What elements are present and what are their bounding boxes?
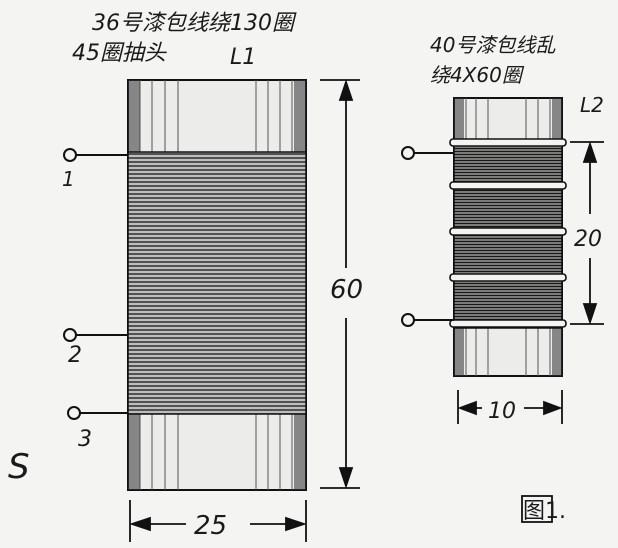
coil-l2-terminal-bottom bbox=[401, 313, 415, 327]
tap-2-label: 2 bbox=[68, 343, 82, 368]
coil-l1-spec-line1: 36号漆包线绕130圈 bbox=[92, 11, 297, 36]
tap-3-label: 3 bbox=[78, 427, 92, 452]
coil-l2-section-dividers bbox=[449, 138, 567, 328]
coil-l1-width-dimension bbox=[129, 500, 307, 542]
coil-l1-taps bbox=[63, 148, 128, 420]
coil-l1-winding bbox=[127, 151, 307, 415]
coil-l1-label: L1 bbox=[230, 45, 256, 70]
tap-3-terminal bbox=[67, 406, 81, 420]
tap-1-label: 1 bbox=[62, 167, 75, 191]
coil-l2-terminal-top bbox=[401, 146, 415, 160]
tap-2-terminal bbox=[63, 328, 77, 342]
coil-l2-spec-line2: 绕4X60圈 bbox=[430, 63, 525, 87]
coil-l2-label: L2 bbox=[580, 93, 604, 117]
tap-1-terminal bbox=[63, 148, 77, 162]
figure-caption: 图1. bbox=[523, 499, 566, 524]
coil-l1-height-dimension bbox=[320, 79, 360, 489]
coil-l1-spec-line2: 45圈抽头 bbox=[72, 41, 167, 66]
coil-l1-height-value: 60 bbox=[330, 275, 363, 305]
coil-l2-spec-line1: 40号漆包线乱 bbox=[430, 33, 556, 57]
coil-l1-width-value: 25 bbox=[194, 511, 227, 541]
caption-box bbox=[521, 495, 553, 523]
coil-l2-leads bbox=[401, 146, 454, 327]
margin-mark: S bbox=[8, 447, 30, 487]
coil-l2 bbox=[449, 97, 567, 377]
coil-l2-width-dimension bbox=[457, 390, 563, 424]
coil-l2-height-value: 20 bbox=[574, 227, 602, 252]
coil-l1 bbox=[127, 79, 307, 491]
coil-l2-width-value: 10 bbox=[488, 399, 516, 424]
coil-l2-height-dimension bbox=[570, 141, 604, 325]
